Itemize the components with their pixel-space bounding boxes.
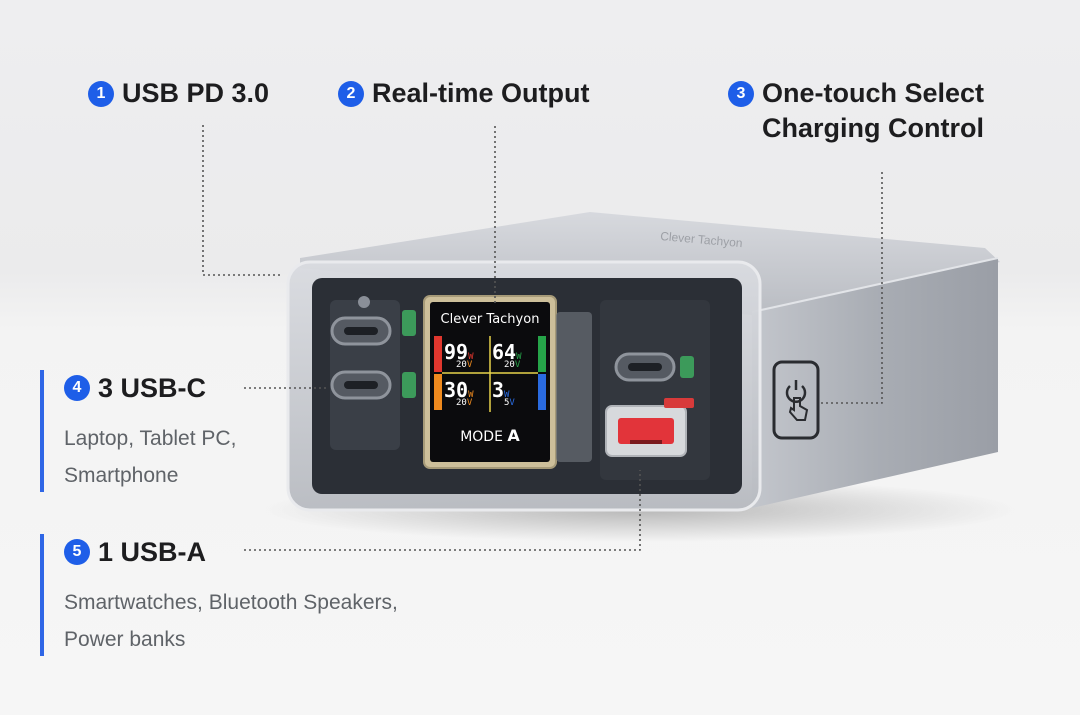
callout-title: One-touch Select Charging Control — [762, 78, 985, 143]
callout-real-time-output: 2 Real-time Output — [338, 76, 590, 111]
reading-2: 64W 20V — [492, 340, 522, 370]
reading-1-watts: 99 — [444, 340, 469, 364]
callout-title: Real-time Output — [372, 78, 590, 108]
reading-1: 99W 20V — [444, 340, 474, 370]
reading-2-watts: 64 — [492, 340, 517, 364]
feature-usb-a: 5 1 USB-A Smartwatches, Bluetooth Speake… — [40, 534, 398, 656]
touch-power-icon — [780, 376, 814, 426]
reading-3: 30W 20V — [444, 378, 474, 408]
feature-number: 5 — [64, 539, 90, 565]
feature-description: Smartwatches, Bluetooth Speakers, Power … — [64, 591, 398, 651]
reading-3-volts: 20 — [456, 398, 467, 408]
callout-number: 1 — [88, 81, 114, 107]
screen-mode: MODE A — [430, 426, 550, 445]
reading-2-volts: 20 — [504, 360, 515, 370]
reading-3-watts: 30 — [444, 378, 469, 402]
reading-4-volts: 5 — [504, 398, 510, 408]
reading-4: 3W 5V — [492, 378, 515, 408]
callout-number: 3 — [728, 81, 754, 107]
feature-usb-c: 4 3 USB-C Laptop, Tablet PC, Smartphone — [40, 370, 236, 492]
mode-value: A — [507, 426, 520, 445]
callout-title: USB PD 3.0 — [122, 78, 270, 108]
callout-charging-control: 3 One-touch Select Charging Control — [728, 76, 984, 146]
device-screen: Clever Tachyon 99W 20V 64W 20V 30W 20V 3… — [430, 302, 550, 462]
feature-number: 4 — [64, 375, 90, 401]
screen-brand: Clever Tachyon — [440, 312, 540, 327]
feature-description: Laptop, Tablet PC, Smartphone — [64, 427, 237, 487]
feature-title: 3 USB-C — [98, 373, 207, 403]
reading-1-volts: 20 — [456, 360, 467, 370]
feature-accent-bar — [40, 370, 44, 492]
feature-accent-bar — [40, 534, 44, 656]
callout-number: 2 — [338, 81, 364, 107]
callout-usb-pd: 1 USB PD 3.0 — [88, 76, 269, 111]
feature-title: 1 USB-A — [98, 537, 207, 567]
mode-label: MODE — [460, 429, 503, 445]
reading-4-watts: 3 — [492, 378, 505, 402]
